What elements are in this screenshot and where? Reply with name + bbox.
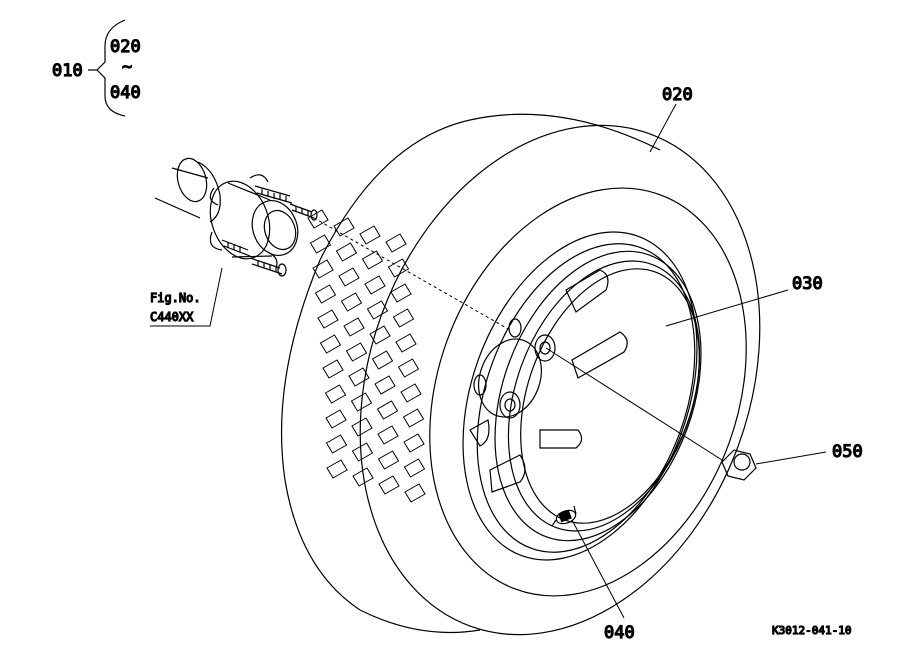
tread-lug xyxy=(309,234,332,254)
tread-lug xyxy=(402,408,425,428)
group-range-separator: ~ xyxy=(122,57,132,77)
tread-lug xyxy=(351,417,373,437)
tread-lug xyxy=(335,242,358,262)
tread-lug xyxy=(369,325,391,345)
tread-lug xyxy=(350,392,373,412)
tread-lug xyxy=(366,300,389,320)
tread-lug xyxy=(390,283,412,303)
tread-lug xyxy=(359,225,381,245)
tread-lug xyxy=(325,434,348,454)
callout-valve: 040 xyxy=(604,623,635,643)
tread-lug xyxy=(324,384,347,404)
tread-lug xyxy=(317,309,339,329)
tire-tread-pattern xyxy=(307,209,426,503)
group-range-start: 020 xyxy=(110,37,141,57)
tread-lug xyxy=(376,400,399,420)
fig-ref-line1: Fig.No. xyxy=(150,291,201,305)
tread-lug xyxy=(352,467,374,487)
callout-nut: 050 xyxy=(832,442,863,462)
tread-lug xyxy=(377,425,399,445)
callout-tire: 020 xyxy=(662,85,693,105)
tread-lug xyxy=(387,258,410,278)
group-parent-label: 010 xyxy=(52,61,83,81)
tread-lug xyxy=(322,359,344,379)
tread-lug xyxy=(371,350,394,370)
tread-lug xyxy=(338,267,360,287)
tread-lug xyxy=(325,409,347,429)
assembly-axis-line xyxy=(313,217,511,331)
tread-lug xyxy=(403,458,426,478)
tread-lug xyxy=(392,308,415,328)
tread-lug xyxy=(364,275,386,295)
tread-lug xyxy=(395,333,417,353)
tread-lug xyxy=(314,284,337,304)
tread-lug xyxy=(385,233,407,253)
tread-lug xyxy=(377,450,400,470)
tread-lug xyxy=(400,383,422,403)
tread-lug xyxy=(374,375,396,395)
tread-lug xyxy=(348,367,370,387)
rim xyxy=(462,231,702,561)
group-bracket xyxy=(88,19,126,117)
fig-ref-line2: C440XX xyxy=(150,310,194,324)
tread-lug xyxy=(340,292,363,312)
tread-lug xyxy=(326,459,348,479)
tread-lug xyxy=(403,433,425,453)
lug-nut xyxy=(545,347,757,481)
tread-lug xyxy=(345,342,368,362)
tread-lug xyxy=(404,483,426,503)
wheel-studs xyxy=(221,185,318,277)
drawing-code: K3012-041-10 xyxy=(772,624,851,637)
hub-assembly xyxy=(154,157,318,277)
tread-lug xyxy=(343,317,365,337)
tread-lug xyxy=(378,475,400,495)
leader-lines xyxy=(150,103,827,619)
tread-lug xyxy=(397,358,420,378)
tread-lug xyxy=(312,259,334,279)
tread-lug xyxy=(307,209,329,229)
tread-lug xyxy=(351,442,374,462)
tread-lug xyxy=(319,334,342,354)
tread-lug xyxy=(333,217,355,237)
tread-lug xyxy=(361,250,384,270)
valve-stem xyxy=(551,505,577,527)
group-range-end: 040 xyxy=(110,83,141,103)
callout-rim: 030 xyxy=(792,274,823,294)
